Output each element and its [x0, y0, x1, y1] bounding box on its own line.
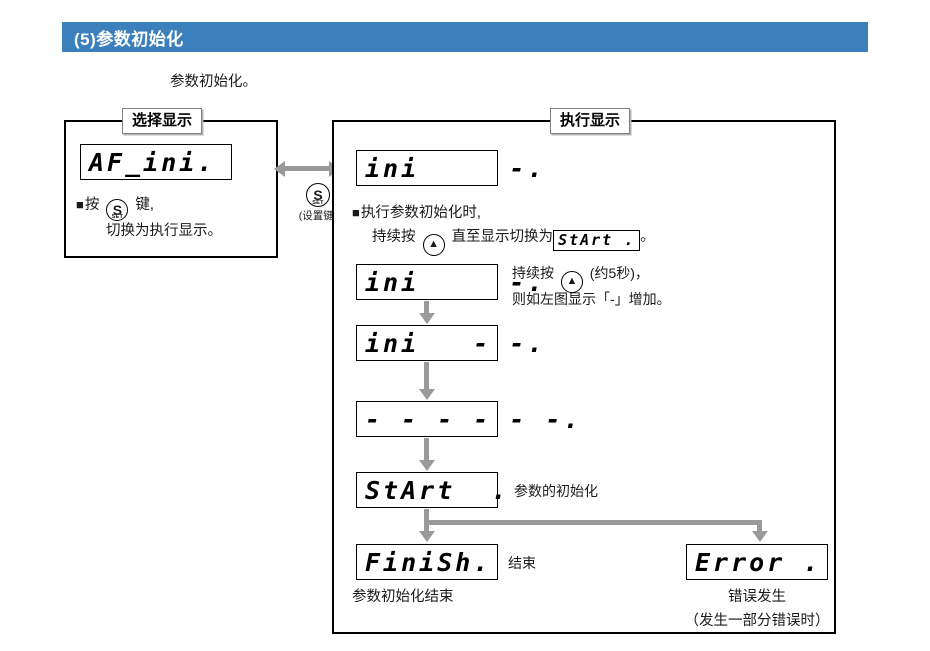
bullet-square [352, 205, 361, 221]
set-key-sublabel: SET [312, 199, 324, 206]
set-key-glyph: S [313, 187, 323, 203]
selection-note-line1: 按 S SET 键, [76, 194, 154, 221]
selection-note-suffix: 键, [135, 197, 154, 213]
bidirectional-arrow [284, 166, 330, 171]
intro-text: 参数初始化。 [170, 74, 257, 90]
up-arrow-key-glyph: ▲ [566, 275, 578, 287]
bullet-square [76, 197, 85, 213]
finish-side-label: 结束 [508, 555, 536, 571]
set-key-icon: S SET [106, 199, 129, 221]
flow-arrow-1 [424, 301, 429, 314]
step-1-note-suffix: (约5秒)， [589, 265, 649, 281]
up-arrow-key-icon: ▲ [560, 270, 583, 293]
section-header-banner: (5)参数初始化 [62, 22, 868, 52]
up-arrow-key-glyph: ▲ [428, 238, 439, 250]
lcd-step-start: StArt . [356, 472, 506, 508]
error-caption-line2: （发生一部分错误时） [684, 613, 830, 629]
lcd-ini-initial: ini -. [356, 150, 543, 186]
set-key-glyph: S [112, 202, 123, 218]
error-caption-line1: 错误发生 [728, 589, 786, 605]
branch-stem [424, 509, 429, 525]
lcd-step-3: - - - - - -. [356, 401, 579, 437]
execute-note-line2-prefix: 持续按 [372, 229, 416, 245]
lcd-step-1: ini -. [356, 264, 543, 300]
start-side-label: 参数的初始化 [514, 483, 598, 499]
execute-note-line1-text: 执行参数初始化时, [360, 205, 481, 221]
execute-display-caption: 执行显示 [550, 108, 631, 134]
step-1-side-note-line2: 则如左图显示「-」增加。 [512, 291, 671, 307]
selection-display-panel: 选择显示 AF_ini. 按 S SET 键, 切换为执行显示。 [64, 108, 278, 258]
lcd-step-2: ini - -. [356, 325, 543, 361]
execute-note-line1: 执行参数初始化时, [352, 202, 481, 226]
flow-arrow-error [757, 520, 762, 532]
execute-display-panel: 执行显示 ini -. 执行参数初始化时, 持续按 ▲ 直至显示切换为StArt… [332, 108, 836, 634]
set-key-sublabel: SET [111, 213, 124, 220]
step-1-note-prefix: 持续按 [512, 265, 554, 281]
flow-arrow-finish [424, 520, 429, 532]
selection-note-line2: 切换为执行显示。 [106, 223, 222, 239]
execute-note-line2-mid: 直至显示切换为 [451, 229, 554, 245]
set-key-icon-legend: S SET [306, 183, 330, 207]
lcd-af-ini: AF_ini. [80, 144, 232, 180]
lcd-inline-start: StArt . [553, 229, 641, 251]
page-title: (5)参数初始化 [74, 29, 184, 49]
flow-arrow-3 [424, 438, 429, 461]
selection-display-caption: 选择显示 [122, 108, 203, 134]
lcd-finish: FiniSh. [356, 544, 498, 580]
lcd-error: Error . [686, 544, 828, 580]
flow-arrow-2 [424, 362, 429, 390]
step-1-side-note-line1: 持续按 ▲ (约5秒)， [512, 262, 649, 293]
branch-horizontal [424, 520, 762, 525]
up-arrow-key-icon: ▲ [422, 233, 445, 256]
selection-note-prefix: 按 [84, 197, 100, 213]
set-key-caption: (设置键) [298, 210, 338, 222]
set-key-legend: S SET (设置键) [288, 183, 348, 223]
finish-caption: 参数初始化结束 [352, 589, 454, 605]
execute-note-line2-suffix: 。 [640, 229, 655, 245]
